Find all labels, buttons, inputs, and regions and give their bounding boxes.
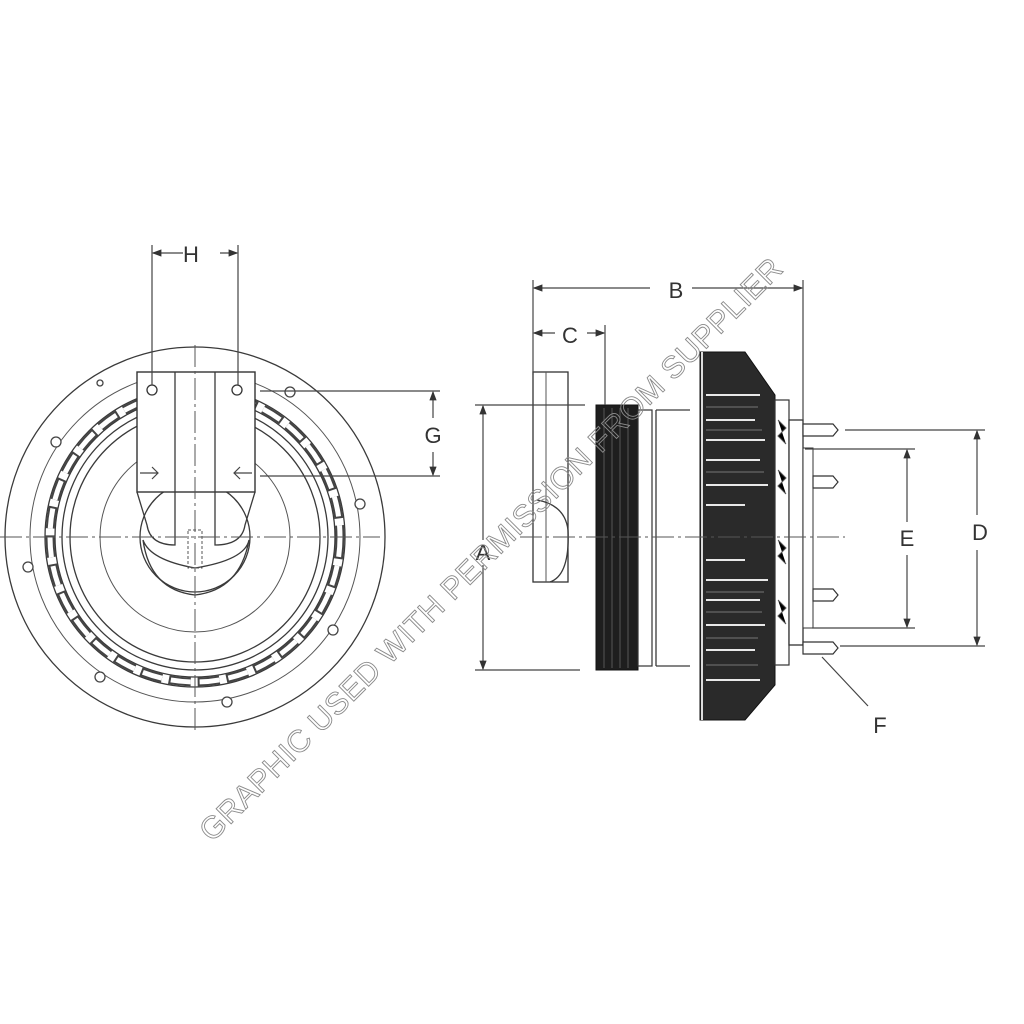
dimension-label-e: E xyxy=(900,526,915,551)
dimension-label-a: A xyxy=(476,540,491,565)
dimension-label-c: C xyxy=(562,323,578,348)
dimension-label-b: B xyxy=(669,278,684,303)
dimension-label-g: G xyxy=(424,423,441,448)
dimension-label-h: H xyxy=(183,242,199,267)
dimension-label-f: F xyxy=(873,713,886,738)
dimension-label-d: D xyxy=(972,520,988,545)
side-view: B C A D E F xyxy=(475,278,988,738)
front-view: H G xyxy=(0,242,442,730)
